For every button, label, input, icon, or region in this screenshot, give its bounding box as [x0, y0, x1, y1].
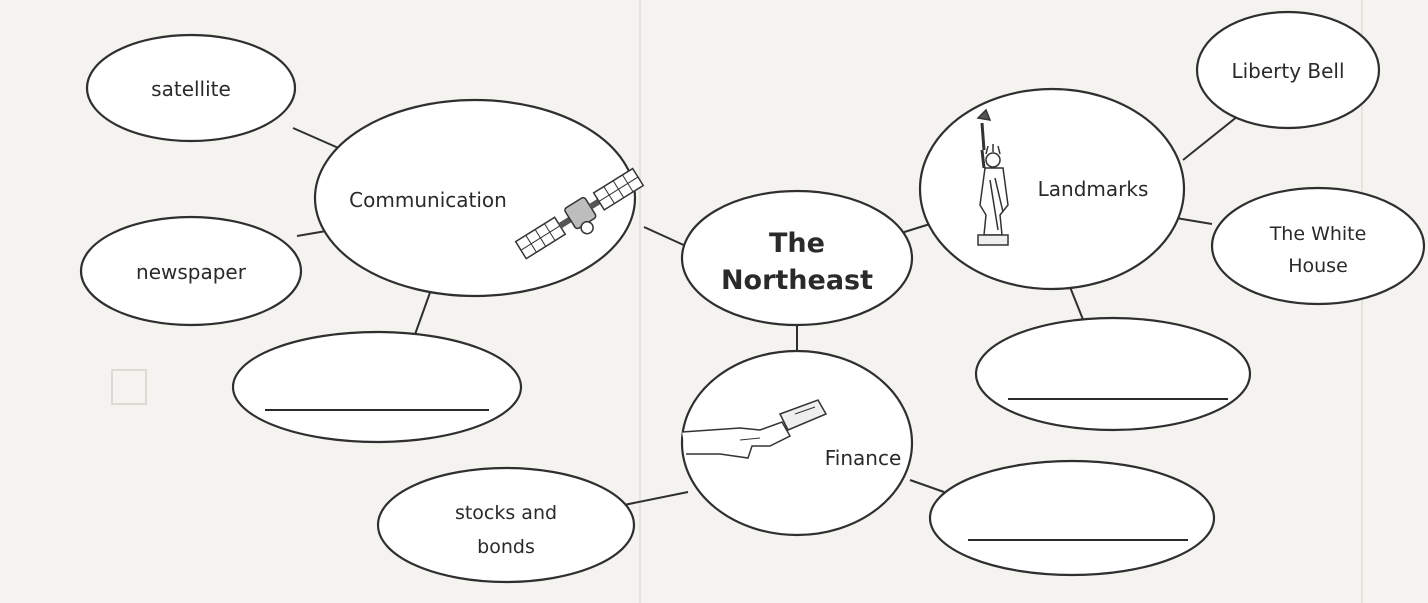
link-landmarks-liberty-bell: [1182, 111, 1244, 161]
landmarks-label: Landmarks: [1038, 177, 1149, 201]
center-cluster: The Northeast: [680, 189, 914, 327]
satellite-node: [85, 33, 297, 143]
landmarks-cluster: Liberty Bell Landmarks The White House: [918, 10, 1426, 432]
newspaper-label: newspaper: [136, 260, 247, 284]
communication-blank-node: [231, 330, 523, 444]
statue-of-liberty-icon: [976, 108, 1009, 246]
link-center-communication: [643, 226, 689, 248]
landmarks-blank-node: [974, 316, 1252, 432]
newspaper-node: [79, 215, 303, 327]
stocks-label-line2: bonds: [477, 536, 535, 558]
stocks-node: [376, 466, 636, 584]
white-house-label-line1: The White: [1269, 223, 1367, 245]
center-title-line1: The: [769, 228, 825, 259]
center-title-line2: Northeast: [721, 265, 873, 296]
link-communication-satellite: [292, 127, 344, 151]
center-node: [680, 189, 914, 327]
finance-blank-node: [928, 459, 1216, 577]
connector-lines: [292, 111, 1244, 507]
communication-node: [313, 98, 637, 298]
communication-label: Communication: [349, 188, 507, 212]
communication-cluster: satellite Communication newspaper: [79, 33, 645, 444]
white-house-node: [1210, 186, 1426, 306]
hand-money-icon: [681, 399, 828, 459]
link-landmarks-white-house: [1175, 217, 1213, 225]
satellite-label: satellite: [151, 77, 231, 101]
white-house-label-line2: House: [1288, 255, 1348, 277]
link-finance-stocks: [618, 491, 689, 507]
finance-node: [680, 349, 914, 537]
link-communication-blank: [412, 286, 433, 341]
finance-cluster: Finance stocks and bonds: [376, 349, 1216, 584]
stocks-label-line1: stocks and: [455, 502, 557, 524]
link-finance-blank: [909, 479, 945, 493]
liberty-bell-node: [1195, 10, 1381, 130]
satellite-icon: [514, 167, 645, 260]
liberty-bell-label: Liberty Bell: [1231, 59, 1344, 83]
finance-label: Finance: [825, 446, 902, 470]
